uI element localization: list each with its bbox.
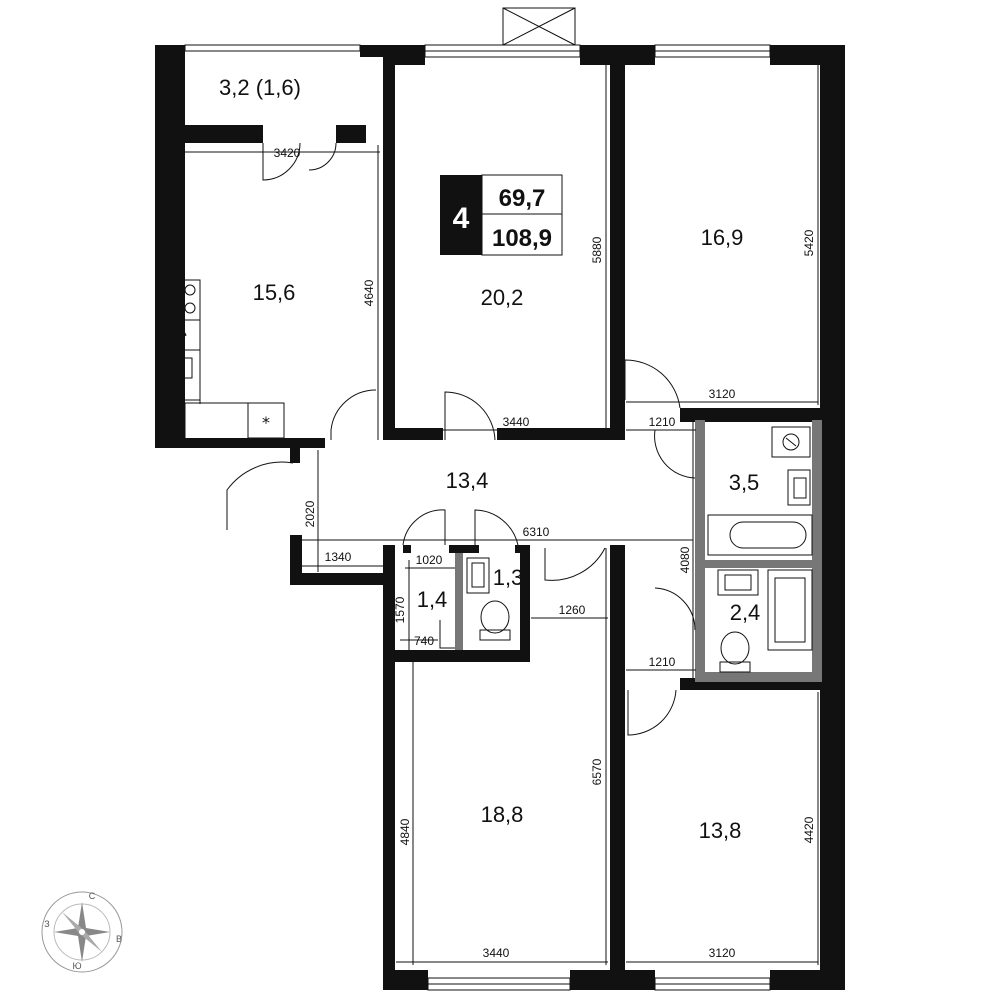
dim-room-center-width: 3440 xyxy=(503,415,530,429)
dimension-lines xyxy=(165,65,819,965)
total-area: 108,9 xyxy=(492,225,552,252)
dim-corridor-right-bottom: 1210 xyxy=(649,655,676,669)
compass-west: З xyxy=(44,919,49,929)
bath-fixtures xyxy=(466,426,813,673)
area-room-top-right: 16,9 xyxy=(701,225,744,250)
doors xyxy=(226,142,696,736)
area-balcony: 3,2 (1,6) xyxy=(219,75,301,100)
dim-hall-left: 1340 xyxy=(325,550,352,564)
dim-room-br-depth: 4420 xyxy=(802,816,816,843)
area-room-bottom-right: 13,8 xyxy=(699,818,742,843)
area-kitchen: 15,6 xyxy=(253,280,296,305)
dim-kitchen-depth: 4640 xyxy=(362,279,376,306)
dim-hall-depth: 2020 xyxy=(303,500,317,527)
kitchen-fixtures: * xyxy=(164,279,285,439)
living-area: 69,7 xyxy=(499,185,546,212)
area-room-center: 20,2 xyxy=(481,285,524,310)
area-room-bottom-left: 18,8 xyxy=(481,802,524,827)
svg-text:*: * xyxy=(262,413,270,432)
room-labels: 3,2 (1,6) 15,6 20,2 16,9 13,4 3,5 2,4 1,… xyxy=(219,75,760,843)
dim-room-bl-depth-outer: 6570 xyxy=(590,758,604,785)
dim-closet-depth: 1570 xyxy=(393,596,407,623)
dimension-labels: 3420 4640 3440 5880 5420 3120 1210 2020 … xyxy=(274,146,816,960)
dim-room-center-depth: 5880 xyxy=(590,236,604,263)
dim-room-br-width: 3120 xyxy=(709,946,736,960)
area-badge: 4 69,7 108,9 xyxy=(440,174,563,256)
ventilation-box xyxy=(502,7,576,46)
area-closet: 1,4 xyxy=(417,587,448,612)
windows xyxy=(184,44,771,991)
area-hall: 13,4 xyxy=(446,468,489,493)
dim-closet-door: 740 xyxy=(414,634,434,648)
dim-right-corridor: 4080 xyxy=(678,546,692,573)
compass-south: Ю xyxy=(72,961,81,971)
compass-north: С xyxy=(89,891,96,901)
rooms-count: 4 xyxy=(453,202,470,235)
bath-walls xyxy=(455,420,822,682)
walls xyxy=(155,45,845,990)
dim-room-tr-depth: 5420 xyxy=(802,229,816,256)
area-wc-right: 2,4 xyxy=(730,600,761,625)
dim-room-bl-width: 3440 xyxy=(483,946,510,960)
dim-wc-passage: 1260 xyxy=(559,603,586,617)
area-wc-small: 1,3 xyxy=(493,565,524,590)
dim-room-bl-depth-inner: 4840 xyxy=(398,818,412,845)
dim-room-tr-width: 3120 xyxy=(709,387,736,401)
compass-icon: С З В Ю xyxy=(41,891,123,973)
compass-east: В xyxy=(116,934,122,944)
rooms-count-box xyxy=(440,175,482,255)
dim-closet-width: 1020 xyxy=(416,553,443,567)
dim-hall-length: 6310 xyxy=(523,525,550,539)
area-bathroom: 3,5 xyxy=(729,470,760,495)
dim-kitchen-width: 3420 xyxy=(274,146,301,160)
dim-corridor-right-top: 1210 xyxy=(649,415,676,429)
